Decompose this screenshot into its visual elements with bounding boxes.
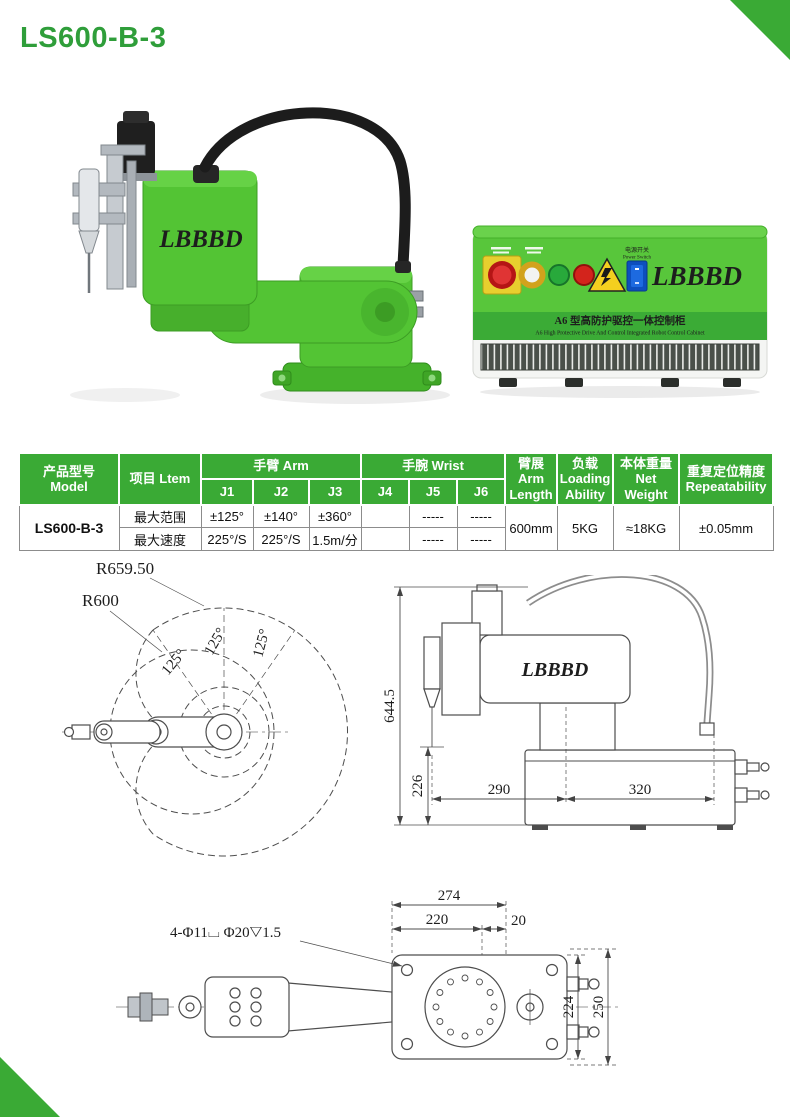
- dim-width-inner: 220: [426, 912, 449, 928]
- ring-button: [518, 261, 546, 289]
- cell-range-j1: ±125°: [200, 504, 254, 529]
- cell-model: LS600-B-3: [18, 504, 120, 552]
- robot-side-outline: LBBBD: [423, 575, 770, 830]
- cabinet-body: [472, 225, 768, 379]
- header-net-weight: 本体重量 Net Weight: [612, 452, 681, 506]
- cell-speed-j5: -----: [408, 527, 458, 552]
- dim-base-height: 226: [410, 774, 426, 797]
- green-button: [548, 264, 570, 286]
- side-view-drawing: LBBBD 644.5 226: [382, 575, 770, 830]
- dispensing-tool: [72, 144, 146, 293]
- dim-radius-inner: R600: [82, 591, 119, 610]
- robot-brand-logo: LBBBD: [158, 226, 242, 253]
- panel-label-marks: [491, 247, 543, 254]
- cell-speed-j2: 225°/S: [252, 527, 310, 552]
- dim-reach-2: 320: [629, 782, 652, 798]
- cell-speed-j1: 225°/S: [200, 527, 254, 552]
- red-button: [573, 264, 595, 286]
- header-item: 项目 Ltem: [118, 452, 202, 506]
- header-j2: J2: [252, 477, 310, 506]
- page-title: LS600-B-3: [20, 22, 167, 54]
- cell-range-j6: -----: [456, 504, 506, 529]
- cell-speed-j6: -----: [456, 527, 506, 552]
- cell-speed-j4: [360, 527, 410, 552]
- cell-range-j3: ±360°: [308, 504, 362, 529]
- robot-head: LBBBD: [142, 170, 258, 332]
- table-row: LS600-B-3 最大范围 ±125° ±140° ±360° ----- -…: [18, 504, 774, 552]
- header-repeatability: 重复定位精度 Repeatability: [678, 452, 775, 506]
- cell-speed-label: 最大速度: [118, 527, 202, 552]
- warning-icon: [587, 257, 627, 292]
- dim-holes-note: 4-Φ11⌴ Φ20▽1.5: [170, 925, 281, 941]
- top-view-drawing: R659.50 R600 125° 125° 125°: [62, 559, 348, 857]
- header-model: 产品型号 Model: [18, 452, 120, 506]
- header-loading: 负载 Loading Ability: [556, 452, 615, 506]
- cell-range-j5: -----: [408, 504, 458, 529]
- header-j1: J1: [200, 477, 254, 506]
- table-row: 最大速度 225°/S 225°/S 1.5m/分 ----- -----: [19, 527, 773, 552]
- robot-product-image: LBBBD: [70, 107, 450, 404]
- dim-overall-height: 644.5: [382, 689, 398, 723]
- power-switch-label-en: Power Switch: [623, 256, 651, 261]
- power-switch: 电源开关 Power Switch: [623, 246, 651, 292]
- dim-angle-1: 125°: [159, 646, 190, 678]
- cell-loading: 5KG: [556, 504, 614, 552]
- cell-speed-j3: 1.5m/分: [308, 527, 362, 552]
- cell-net-weight: ≈18KG: [612, 504, 680, 552]
- dim-offset: 20: [511, 913, 526, 929]
- cabinet-feet: [499, 378, 741, 387]
- header-arm-group: 手臂 Arm: [200, 452, 362, 480]
- cabinet-product-image: 电源开关 Power Switch LBBBD A6 型高防护驱控一体控制柜 A…: [472, 225, 768, 398]
- power-switch-label-cn: 电源开关: [625, 246, 649, 254]
- spec-table: 产品型号 Model 项目 Ltem 手臂 Arm 手腕 Wrist 臂展 Ar…: [18, 452, 775, 552]
- bottom-view-drawing: 274 220 20 224 250 4-Φ11⌴ Φ20▽1.5: [116, 888, 618, 1066]
- header-wrist-group: 手腕 Wrist: [359, 452, 507, 480]
- estop-button: [482, 255, 522, 295]
- cell-range-j2: ±140°: [252, 504, 310, 529]
- header-j6: J6: [455, 477, 507, 506]
- dim-angle-2: 125°: [202, 625, 230, 658]
- cell-range-label: 最大范围: [118, 504, 202, 529]
- cabinet-vent-grille: [480, 343, 760, 371]
- side-view-brand-logo: LBBBD: [521, 659, 589, 681]
- dim-height-outer: 250: [591, 996, 607, 1019]
- dim-reach-1: 290: [488, 782, 511, 798]
- dim-height-inner: 224: [561, 995, 577, 1018]
- cabinet-band-title-cn: A6 型高防护驱控一体控制柜: [555, 314, 686, 327]
- cell-repeatability: ±0.05mm: [678, 504, 774, 552]
- robot-bottom-outline: [127, 954, 600, 1060]
- header-j3: J3: [308, 477, 362, 506]
- arm-top-view: [63, 713, 243, 751]
- dim-radius-outer: R659.50: [96, 559, 154, 578]
- cell-range-j4: [360, 504, 410, 529]
- dim-width-outer: 274: [438, 888, 461, 904]
- corner-decoration-top-right: [730, 0, 790, 60]
- cabinet-band-title-en: A6 High Protective Drive And Control Int…: [535, 331, 705, 337]
- dim-angle-3: 125°: [250, 627, 273, 659]
- cell-arm-length: 600mm: [504, 504, 558, 552]
- cabinet-brand-logo: LBBBD: [651, 261, 742, 291]
- header-j4: J4: [360, 477, 410, 506]
- corner-decoration-bottom-left: [0, 1057, 60, 1117]
- robot-arm-link: [204, 280, 418, 344]
- header-arm-length: 臂展 Arm Length: [504, 452, 559, 506]
- robot-cable: [193, 107, 411, 273]
- header-j5: J5: [408, 477, 458, 506]
